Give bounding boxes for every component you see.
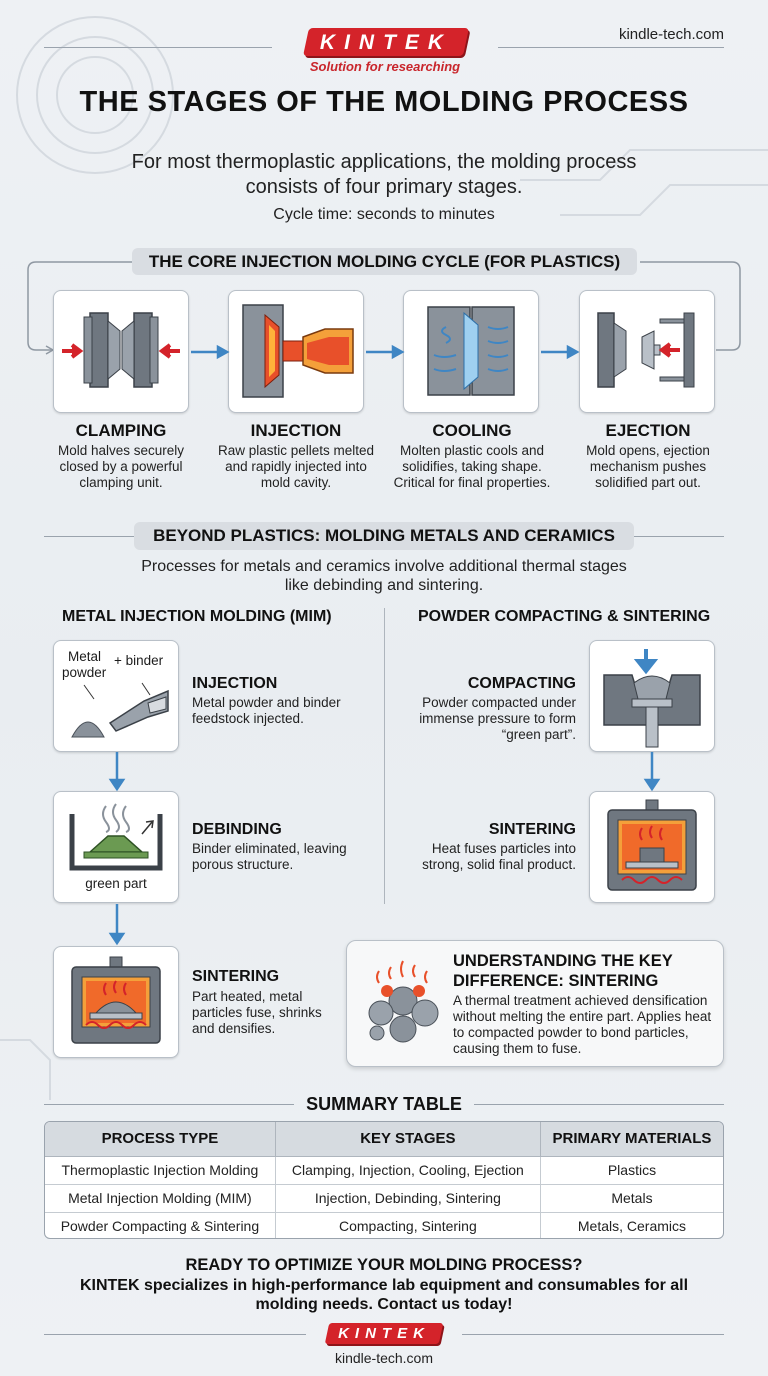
mim-arrows (108, 752, 126, 946)
summary-rule-right (474, 1104, 724, 1105)
summary-heading: SUMMARY TABLE (306, 1094, 462, 1114)
injection-card (228, 290, 364, 413)
mim-sintering-card (53, 946, 179, 1058)
stage-title-ejection: EJECTION (605, 421, 691, 440)
table-cell: Injection, Debinding, Sintering (275, 1184, 541, 1213)
table-header-row: PROCESS TYPE KEY STAGES PRIMARY MATERIAL… (45, 1122, 723, 1157)
mim-injection-card: Metal powder + binder (53, 640, 179, 752)
pcs-arrow (643, 752, 661, 792)
injection-icon (242, 304, 354, 398)
mim-heading: METAL INJECTION MOLDING (MIM) (62, 608, 332, 625)
stage-title-cooling: COOLING (432, 421, 512, 440)
stage-arrows (191, 344, 580, 360)
site-link-bottom[interactable]: kindle-tech.com (334, 1350, 434, 1366)
mim-step-desc-debinding: Binder eliminated, leaving porous struct… (192, 841, 347, 872)
table-header: KEY STAGES (275, 1122, 541, 1157)
beyond-plastics-heading: BEYOND PLASTICS: MOLDING METALS AND CERA… (134, 522, 634, 550)
footer-logo-text: KINTEK (338, 1325, 430, 1342)
beyond-rule-left (44, 536, 134, 537)
clamping-card (53, 290, 189, 413)
site-link-top[interactable]: kindle-tech.com (618, 26, 724, 43)
stage-desc-clamping: Mold halves securely closed by a powerfu… (57, 443, 185, 490)
table-cell: Powder Compacting & Sintering (45, 1212, 276, 1238)
header-rule-left (44, 47, 272, 48)
furnace-icon-2 (607, 799, 697, 891)
powder-nozzle-icon (71, 682, 169, 738)
key-difference-title: UNDERSTANDING THE KEY DIFFERENCE: SINTER… (453, 952, 673, 990)
logo-tagline: Solution for researching (309, 59, 461, 74)
particles-icon (368, 960, 439, 1043)
pcs-step-title-sintering: SINTERING (488, 821, 576, 838)
header-rule-right (498, 47, 724, 48)
table-row: Powder Compacting & Sintering Compacting… (45, 1212, 723, 1238)
pcs-heading: POWDER COMPACTING & SINTERING (418, 608, 711, 625)
key-difference-box: UNDERSTANDING THE KEY DIFFERENCE: SINTER… (346, 940, 724, 1067)
table-cell: Thermoplastic Injection Molding (45, 1156, 276, 1185)
binder-label: + binder (114, 653, 164, 668)
table-cell: Clamping, Injection, Cooling, Ejection (275, 1156, 541, 1185)
clamping-icon (62, 312, 180, 388)
intro-text: For most thermoplastic applications, the… (131, 151, 637, 198)
column-divider (384, 608, 385, 904)
kintek-logo-text: KINTEK (319, 31, 453, 54)
footer-rule-right (462, 1334, 724, 1335)
cycle-time-text: Cycle time: seconds to minutes (273, 206, 495, 223)
core-cycle-heading: THE CORE INJECTION MOLDING CYCLE (FOR PL… (132, 248, 637, 275)
pcs-step-desc-compacting: Powder compacted under immense pressure … (419, 695, 576, 742)
ejection-icon (597, 312, 695, 388)
press-icon (603, 649, 701, 748)
footer-rule-left (44, 1334, 306, 1335)
table-cell: Compacting, Sintering (275, 1212, 541, 1238)
summary-table: PROCESS TYPE KEY STAGES PRIMARY MATERIAL… (44, 1121, 724, 1239)
cooling-card (403, 290, 539, 413)
beyond-plastics-text: Processes for metals and ceramics involv… (141, 558, 627, 594)
cta-title: READY TO OPTIMIZE YOUR MOLDING PROCESS? (185, 1256, 583, 1274)
mim-step-desc-injection: Metal powder and binder feedstock inject… (192, 695, 341, 726)
stage-desc-ejection: Mold opens, ejection mechanism pushes so… (586, 443, 710, 490)
mim-step-title-injection: INJECTION (192, 675, 278, 692)
mim-step-title-sintering: SINTERING (192, 968, 280, 985)
mim-debinding-card: green part (53, 791, 179, 903)
ejection-card (579, 290, 715, 413)
stage-desc-cooling: Molten plastic cools and solidifies, tak… (393, 443, 551, 490)
table-cell: Metals (540, 1184, 723, 1213)
powder-label: powder (62, 665, 107, 680)
pcs-sintering-card (589, 791, 715, 903)
table-header: PROCESS TYPE (45, 1122, 276, 1157)
stage-title-injection: INJECTION (250, 421, 342, 440)
furnace-icon (71, 956, 161, 1044)
table-cell: Metal Injection Molding (MIM) (45, 1184, 276, 1213)
stage-title-clamping: CLAMPING (75, 421, 167, 440)
green-part-label: green part (85, 876, 147, 891)
page-title: THE STAGES OF THE MOLDING PROCESS (79, 86, 689, 118)
table-row: Thermoplastic Injection Molding Clamping… (45, 1156, 723, 1185)
table-header: PRIMARY MATERIALS (540, 1122, 723, 1157)
key-difference-text: A thermal treatment achieved densificati… (453, 993, 712, 1056)
cooling-icon (427, 306, 515, 396)
beyond-rule-right (634, 536, 724, 537)
mim-step-title-debinding: DEBINDING (192, 821, 282, 838)
pcs-step-desc-sintering: Heat fuses particles into strong, solid … (422, 841, 576, 872)
stage-desc-injection: Raw plastic pellets melted and rapidly i… (217, 443, 375, 490)
metal-label: Metal (68, 649, 102, 664)
table-row: Metal Injection Molding (MIM) Injection,… (45, 1184, 723, 1213)
mim-step-desc-sintering: Part heated, metal particles fuse, shrin… (192, 989, 322, 1036)
table-cell: Plastics (540, 1156, 723, 1185)
debinding-icon (69, 803, 163, 871)
summary-rule-left (44, 1104, 294, 1105)
table-cell: Metals, Ceramics (577, 1218, 687, 1235)
pcs-compacting-card (589, 640, 715, 752)
pcs-step-title-compacting: COMPACTING (467, 675, 576, 692)
cta-text: KINTEK specializes in high-performance l… (79, 1277, 689, 1313)
